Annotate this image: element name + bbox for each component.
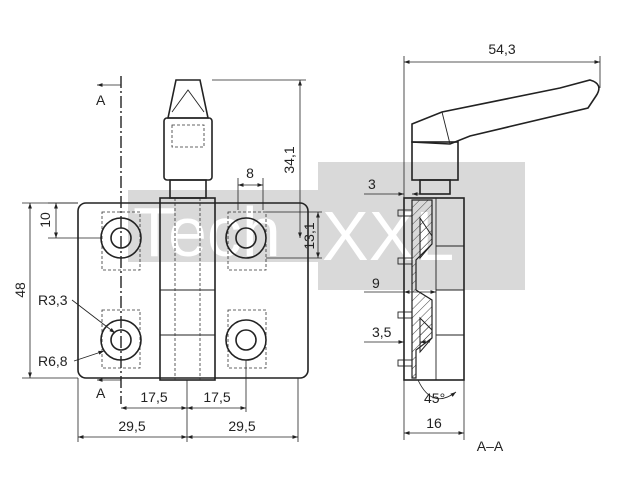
cut-label-top: A <box>96 92 106 108</box>
dim-inner-radius: R3,3 <box>38 292 68 308</box>
cut-label-bottom: A <box>96 385 106 401</box>
watermark: Tech XXL <box>128 162 525 290</box>
dim-pin-depth: 3,5 <box>372 324 392 340</box>
section-view <box>397 79 600 381</box>
hole-inner-bottom-left <box>110 329 132 351</box>
section-pin-3 <box>397 311 413 319</box>
dim-plate-offset: 3 <box>368 176 376 192</box>
section-lever-edge <box>441 111 451 145</box>
hole-inner-top-right <box>235 227 257 249</box>
leader-inner-radius <box>71 299 116 334</box>
dim-half-width-right-inner: 17,5 <box>203 389 230 405</box>
leader-outer-radius <box>73 350 105 362</box>
hole-outer-top-right <box>225 217 267 259</box>
front-view: A A <box>77 76 309 404</box>
dim-arc-chamfer <box>417 379 457 400</box>
hole-inner-top-left <box>110 227 132 249</box>
section-body <box>403 197 465 381</box>
section-hatch-chamfer-top <box>419 216 433 260</box>
knob-hidden-detail <box>171 124 205 148</box>
section-pin-1 <box>397 209 413 217</box>
section-lever-handle <box>411 79 600 145</box>
dim-overall-length: 54,3 <box>488 41 515 57</box>
dim-knob-height: 34,1 <box>281 146 297 173</box>
watermark-text-left: Tech <box>133 193 281 271</box>
section-dimensions: 54,3 3 9 3,5 45° 16 A–A <box>364 41 601 454</box>
hole-pocket-bottom-left <box>101 309 141 369</box>
watermark-text-right: XXL <box>322 197 454 275</box>
dim-chamfer-angle: 45° <box>424 390 445 406</box>
lever-knob <box>163 79 213 199</box>
dim-half-width-left-inner: 17,5 <box>140 389 167 405</box>
dim-half-width-right: 29,5 <box>228 418 255 434</box>
hinge-body <box>77 202 309 379</box>
dim-offset-top: 10 <box>37 212 53 228</box>
section-knob-neck <box>419 179 451 195</box>
dim-overall-height: 48 <box>12 282 28 298</box>
hole-inner-bottom-right <box>235 329 257 351</box>
section-view-label: A–A <box>477 438 504 454</box>
mounting-holes <box>100 211 267 369</box>
knob-body <box>163 117 213 181</box>
knob-handle <box>167 79 209 119</box>
section-pin-2 <box>397 257 413 265</box>
section-pin-4 <box>397 359 413 367</box>
dim-hole-spacing-horizontal: 8 <box>246 165 254 181</box>
dim-outer-radius: R6,8 <box>38 353 68 369</box>
knob-handle-edge <box>171 89 205 113</box>
dim-half-width-left: 29,5 <box>118 418 145 434</box>
hole-outer-bottom-right <box>225 319 267 361</box>
dim-section-thickness: 16 <box>426 415 442 431</box>
dim-hole-spacing-vertical: 13,1 <box>301 222 317 249</box>
front-dimensions: 34,1 8 13,1 10 48 R3,3 R6,8 17,5 17, <box>12 79 322 442</box>
dim-plate-gap: 9 <box>372 275 380 291</box>
